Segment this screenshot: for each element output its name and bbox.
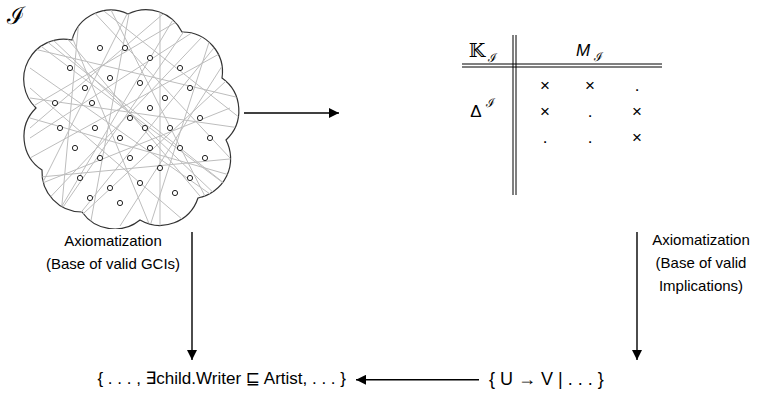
role-lines	[30, 8, 240, 226]
table-cell: .	[635, 77, 640, 94]
formula-text: { . . . , ∃child.Writer ⊑ Artist, . . . …	[97, 369, 346, 389]
gci-base: { . . . , ∃child.Writer ⊑ Artist, . . . …	[93, 366, 350, 392]
table-rules	[462, 35, 662, 195]
context-symbol: 𝕂	[469, 41, 486, 60]
domain-symbol: Δ	[470, 103, 481, 120]
interpretation-cloud: ℐ	[30, 8, 230, 226]
subscript: ℐ	[594, 51, 603, 63]
table-cell: ×	[632, 129, 642, 146]
interpretation-symbol: ℐ	[7, 4, 25, 28]
implication-base: { U → V | . . . }	[485, 366, 608, 394]
table-cell: .	[588, 129, 593, 146]
table-cell: ×	[540, 103, 550, 120]
edge-label: Axiomatization (Base of valid Implicatio…	[645, 228, 757, 297]
interpretation-cloud	[24, 8, 240, 229]
table-cell: ×	[632, 103, 642, 120]
formula-text: { U → V | . . . }	[489, 369, 604, 391]
subscript: ℐ	[488, 52, 497, 64]
table-cell: .	[543, 129, 548, 146]
table-cell: ×	[585, 77, 595, 94]
table-cell: .	[588, 103, 593, 120]
superscript: ℐ	[486, 97, 495, 109]
individual-dots	[52, 45, 212, 205]
arrow-connector	[244, 112, 339, 113]
arrow-connector	[191, 232, 192, 360]
arrow-connector	[356, 379, 479, 380]
table-cell: ×	[540, 77, 550, 94]
edge-label: Axiomatization (Base of valid GCIs)	[44, 229, 182, 275]
attribute-set-symbol: M	[576, 42, 590, 59]
arrow-connector	[636, 232, 637, 360]
formal-context-table: 𝕂ℐMℐΔℐ××.×.×..×	[345, 35, 662, 225]
